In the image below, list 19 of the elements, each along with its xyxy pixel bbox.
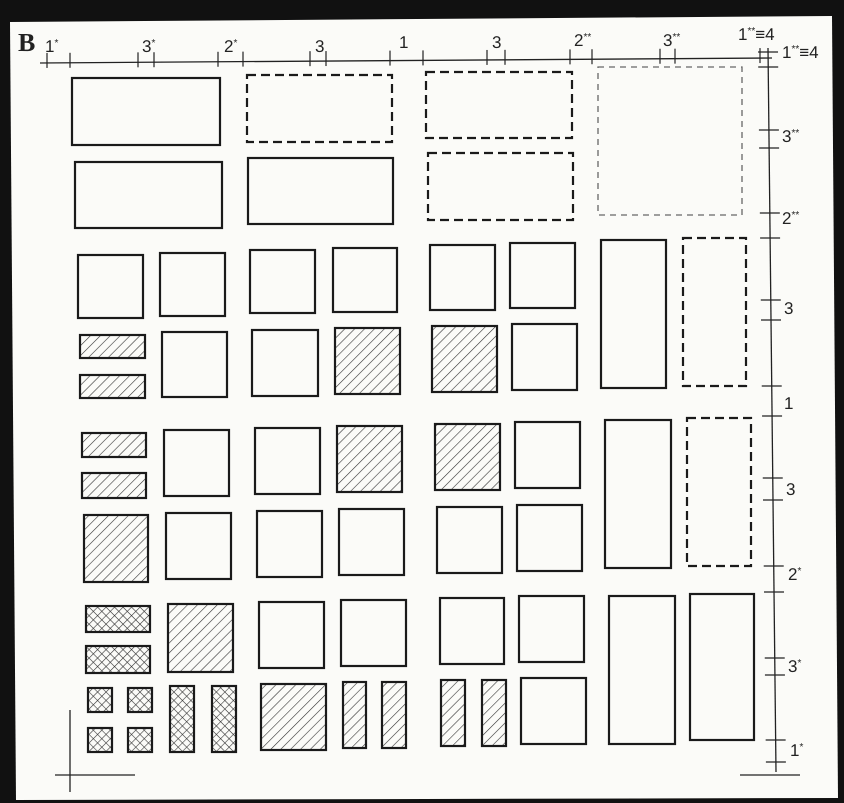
dimension-label: 3$^{*}$ xyxy=(788,658,802,675)
dimension-label: 1$^{*}$ xyxy=(790,742,804,759)
dimension-label: 3$^{**}$ xyxy=(663,32,680,49)
dimension-label: 1 xyxy=(399,34,408,51)
dimension-label: 3$^{*}$ xyxy=(142,38,156,55)
dimension-label: 1$^{*}$ xyxy=(45,38,58,55)
dimension-label: 3 xyxy=(786,481,796,498)
dimension-label: 2$^{*}$ xyxy=(224,38,238,55)
dimension-label: 2$^{**}$ xyxy=(782,210,800,227)
dimension-label: 3$^{**}$ xyxy=(782,128,800,145)
dimension-label: 1$^{**}$≡4 xyxy=(782,44,819,61)
dimension-label: 3 xyxy=(315,38,324,55)
panel-letter: B xyxy=(18,30,36,56)
dimension-label: 3 xyxy=(784,300,794,317)
dimension-label: 1 xyxy=(784,395,794,412)
dimension-label: 2$^{**}$ xyxy=(574,32,592,49)
dimension-label: 2$^{*}$ xyxy=(788,566,802,583)
dimension-label: 1$^{**}$≡4 xyxy=(738,26,775,43)
dimension-label: 3 xyxy=(492,34,502,51)
